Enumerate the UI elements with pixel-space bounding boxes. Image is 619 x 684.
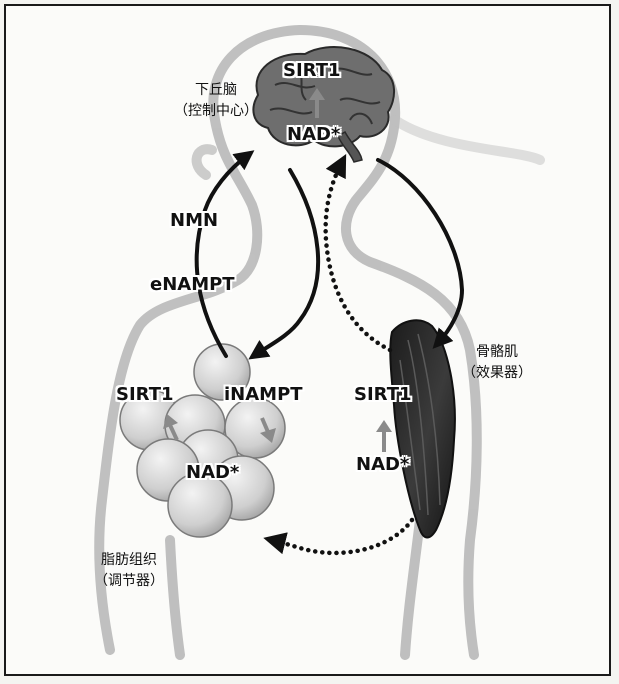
fat-sirt1-label: SIRT1 <box>116 384 174 405</box>
brain-sirt1-label: SIRT1 <box>283 60 341 81</box>
signal-arrows <box>194 150 465 360</box>
brain-icon <box>252 46 395 163</box>
brain-nad-label: NAD* <box>287 124 341 145</box>
hypothalamus-label: 下丘脑 （控制中心） <box>174 80 258 122</box>
muscle-nad-label: NAD* <box>356 454 410 475</box>
muscle-name: 骨骼肌 <box>476 344 518 360</box>
fat-nad-label: NAD* <box>186 462 240 483</box>
fat-inampt-label: iNAMPT <box>224 384 303 405</box>
hypothalamus-role: （控制中心） <box>174 103 258 119</box>
body-silhouette <box>94 25 545 660</box>
hypothalamus-name: 下丘脑 <box>195 82 237 98</box>
muscle-sirt1-label: SIRT1 <box>354 384 412 405</box>
skeletal-muscle-icon <box>389 319 456 539</box>
adipose-name: 脂肪组织 <box>101 552 157 568</box>
enampt-label: eNAMPT <box>150 274 235 295</box>
adipose-role: （调节器） <box>94 573 164 589</box>
muscle-role: （效果器） <box>462 365 532 381</box>
feedback-arrows <box>263 154 415 556</box>
nmn-label: NMN <box>170 210 219 231</box>
adipose-cells-icon <box>119 343 286 538</box>
adipose-label: 脂肪组织 （调节器） <box>94 550 164 592</box>
activation-arrows <box>163 88 392 452</box>
muscle-label: 骨骼肌 （效果器） <box>462 342 532 384</box>
